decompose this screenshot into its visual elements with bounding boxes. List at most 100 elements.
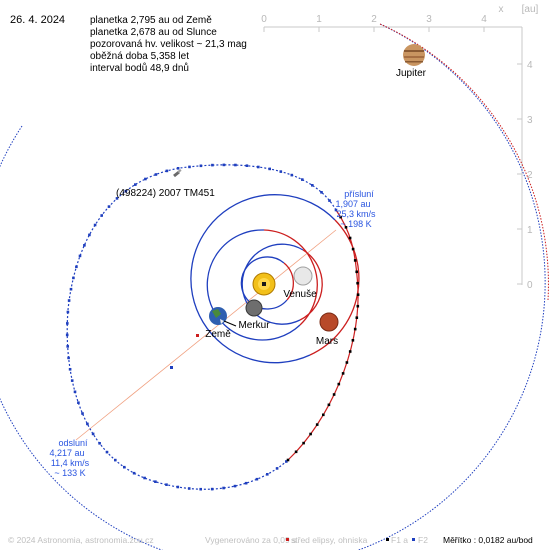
orbit-point [66,322,69,325]
orbit-point [105,450,109,454]
legend-f1-text: F1 a [391,535,408,545]
perihelion-label: přísluní [344,189,374,199]
orbit-point [83,244,86,247]
orbit-point [124,189,128,193]
orbit-point [356,281,359,285]
perihelion-speed: 25,3 km/s [336,209,376,219]
orbit-point [81,412,84,415]
orbit-point [187,487,191,490]
mercury-orbit-red [283,262,294,301]
aphelion-label: odsluní [58,438,88,448]
orbit-point [66,310,70,314]
earth [209,307,237,327]
orbit-point [327,403,331,407]
mercury-label: Merkur [238,320,270,331]
orbit-point [275,467,279,470]
orbit-point [68,368,72,371]
orbit-point [328,199,331,202]
orbit-point [88,233,91,237]
orbit-point [353,259,357,262]
orbit-point [311,184,314,187]
ellipse-center-marker [196,334,199,337]
orbit-point [210,487,214,491]
orbit-point [286,458,290,462]
jupiter-orbit-red [379,23,549,301]
orbit-point [176,167,180,170]
generated-time: Vygenerováno za 0,09 s [205,535,296,545]
orbit-point [98,442,101,445]
y-tick-label: 3 [527,115,533,126]
y-tick-label: 2 [527,170,533,181]
orbit-point [199,164,203,168]
orbit-point [348,350,352,353]
venus-label: Venuše [283,289,317,300]
orbit-point [107,205,111,208]
date-label: 26. 4. 2024 [10,14,65,26]
orbit-point [233,484,237,488]
mars-label: Mars [316,336,338,347]
orbit-point [75,265,78,269]
aphelion-distance: 4,217 au [49,448,84,458]
info-magnitude: pozorovaná hv. velikost ~ 21,3 mag [90,39,247,50]
orbit-point [348,236,352,240]
info-period: oběžná doba 5,358 let [90,51,189,62]
x-tick-label: 1 [316,14,322,25]
y-tick-label: 1 [527,225,533,236]
asteroid-orbit-red [287,209,359,461]
mars-orbit [190,194,336,364]
y-tick-label: 4 [527,60,533,71]
orbit-point [353,327,357,331]
orbit-point [115,197,119,200]
orbit-point [134,183,137,186]
earth-label: Země [205,329,231,340]
orbit-point [320,191,323,194]
focus-f2-marker [170,366,173,369]
asteroid-orbit [66,164,359,490]
orbit-point [302,441,305,445]
info-point-interval: interval bodů 48,9 dnů [90,62,189,74]
orbit-point [341,372,345,375]
orbit-point [309,432,312,436]
y-axis-label: [au] [522,4,539,15]
apsides-line [75,229,337,441]
orbit-point [199,487,202,491]
orbit-point [188,165,191,169]
orbit-point [72,276,75,280]
orbit-point [245,164,249,167]
orbit-point [255,477,259,481]
footer: © 2024 Astronomia, astronomia.zcu.cz Vyg… [8,535,533,545]
orbit-point [290,173,294,177]
asteroid-marker [173,169,182,178]
orbit-point [344,226,348,229]
orbit-point [165,169,169,173]
orbit-point [176,485,180,489]
jupiter [403,44,425,66]
orbit-point [132,471,136,475]
x-tick-label: 0 [261,14,267,25]
orbit-point [337,382,341,386]
perihelion-temperature: ~ 198 K [340,219,371,229]
copyright-link[interactable]: © 2024 Astronomia, astronomia.zcu.cz [8,535,154,545]
x-tick-label: 4 [481,14,487,25]
orbit-point [114,458,117,462]
orbit-point [154,480,157,483]
scale-label: Měřítko : 0,0182 au/bod [443,535,533,545]
orbit-point [165,483,168,486]
orbit-point [211,163,214,167]
orbit-point [73,390,77,394]
orbit-point [315,423,319,426]
venus-orbit [241,243,304,325]
orbit-point [268,167,271,171]
mercury-orbit [240,256,288,310]
orbit-point [67,356,70,360]
orbit-point [154,173,158,176]
orbit-point [69,287,73,291]
orbit-point [91,432,95,436]
perihelion-distance: 1,907 au [335,199,370,209]
orbit-point [257,165,260,169]
y-tick-label: 0 [527,280,533,291]
orbit-point [334,208,338,212]
axes [263,26,523,285]
orbit-point [93,223,97,227]
earth-orbit [206,229,301,341]
